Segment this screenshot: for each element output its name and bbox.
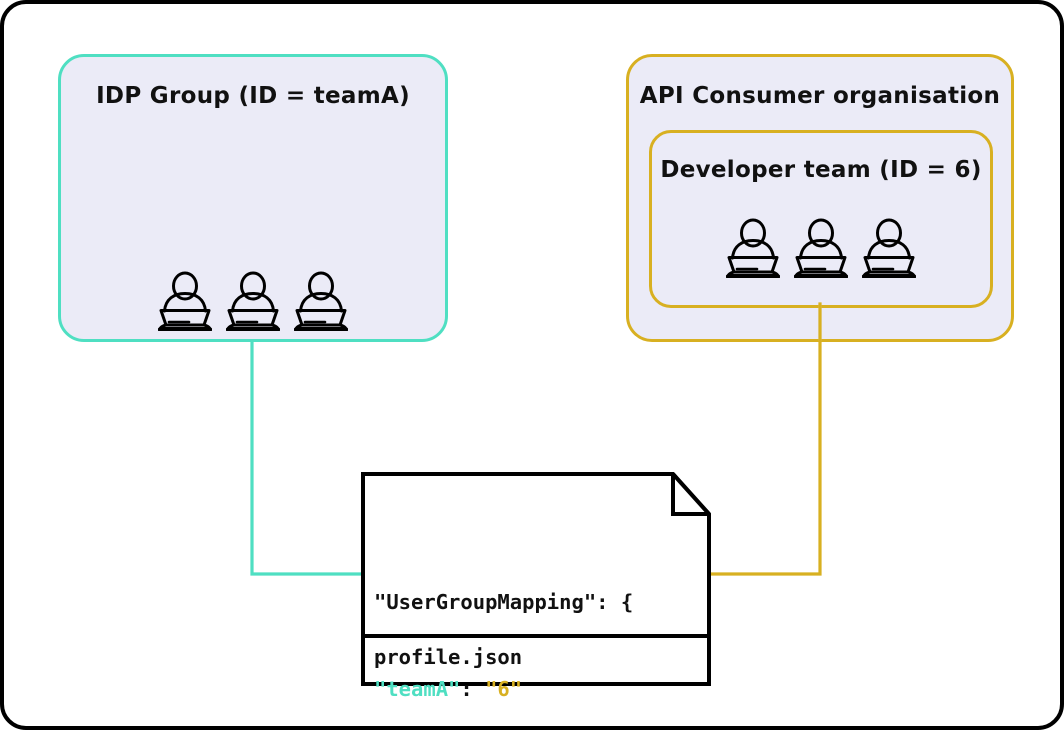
json-value-six: "6"	[485, 677, 523, 701]
person-at-laptop-icon	[294, 270, 348, 332]
profile-json-document[interactable]: "UserGroupMapping": { "teamA": "6" } pro…	[361, 472, 711, 701]
person-at-laptop-icon	[862, 217, 916, 279]
document-folded-corner-icon	[361, 472, 711, 686]
person-at-laptop-icon	[726, 217, 780, 279]
person-at-laptop-icon	[226, 270, 280, 332]
developer-team-box[interactable]: Developer team (ID = 6)	[649, 130, 993, 308]
idp-group-box[interactable]: IDP Group (ID = teamA)	[58, 54, 448, 342]
api-consumer-organisation-title: API Consumer organisation	[639, 83, 1001, 109]
person-at-laptop-icon	[158, 270, 212, 332]
developer-team-title: Developer team (ID = 6)	[660, 157, 982, 183]
json-line-open: "UserGroupMapping": {	[374, 590, 634, 614]
person-at-laptop-icon	[794, 217, 848, 279]
idp-group-people	[61, 270, 445, 332]
idp-group-title: IDP Group (ID = teamA)	[96, 83, 410, 109]
json-key-teama: "teamA"	[374, 677, 461, 701]
api-consumer-organisation-box[interactable]: API Consumer organisation Developer team…	[626, 54, 1014, 342]
json-line-mapping: "teamA": "6"	[374, 675, 704, 704]
json-code-block: "UserGroupMapping": { "teamA": "6" }	[374, 530, 704, 726]
json-separator: :	[460, 677, 486, 701]
document-filename: profile.json	[374, 645, 523, 669]
developer-team-people	[652, 217, 990, 279]
